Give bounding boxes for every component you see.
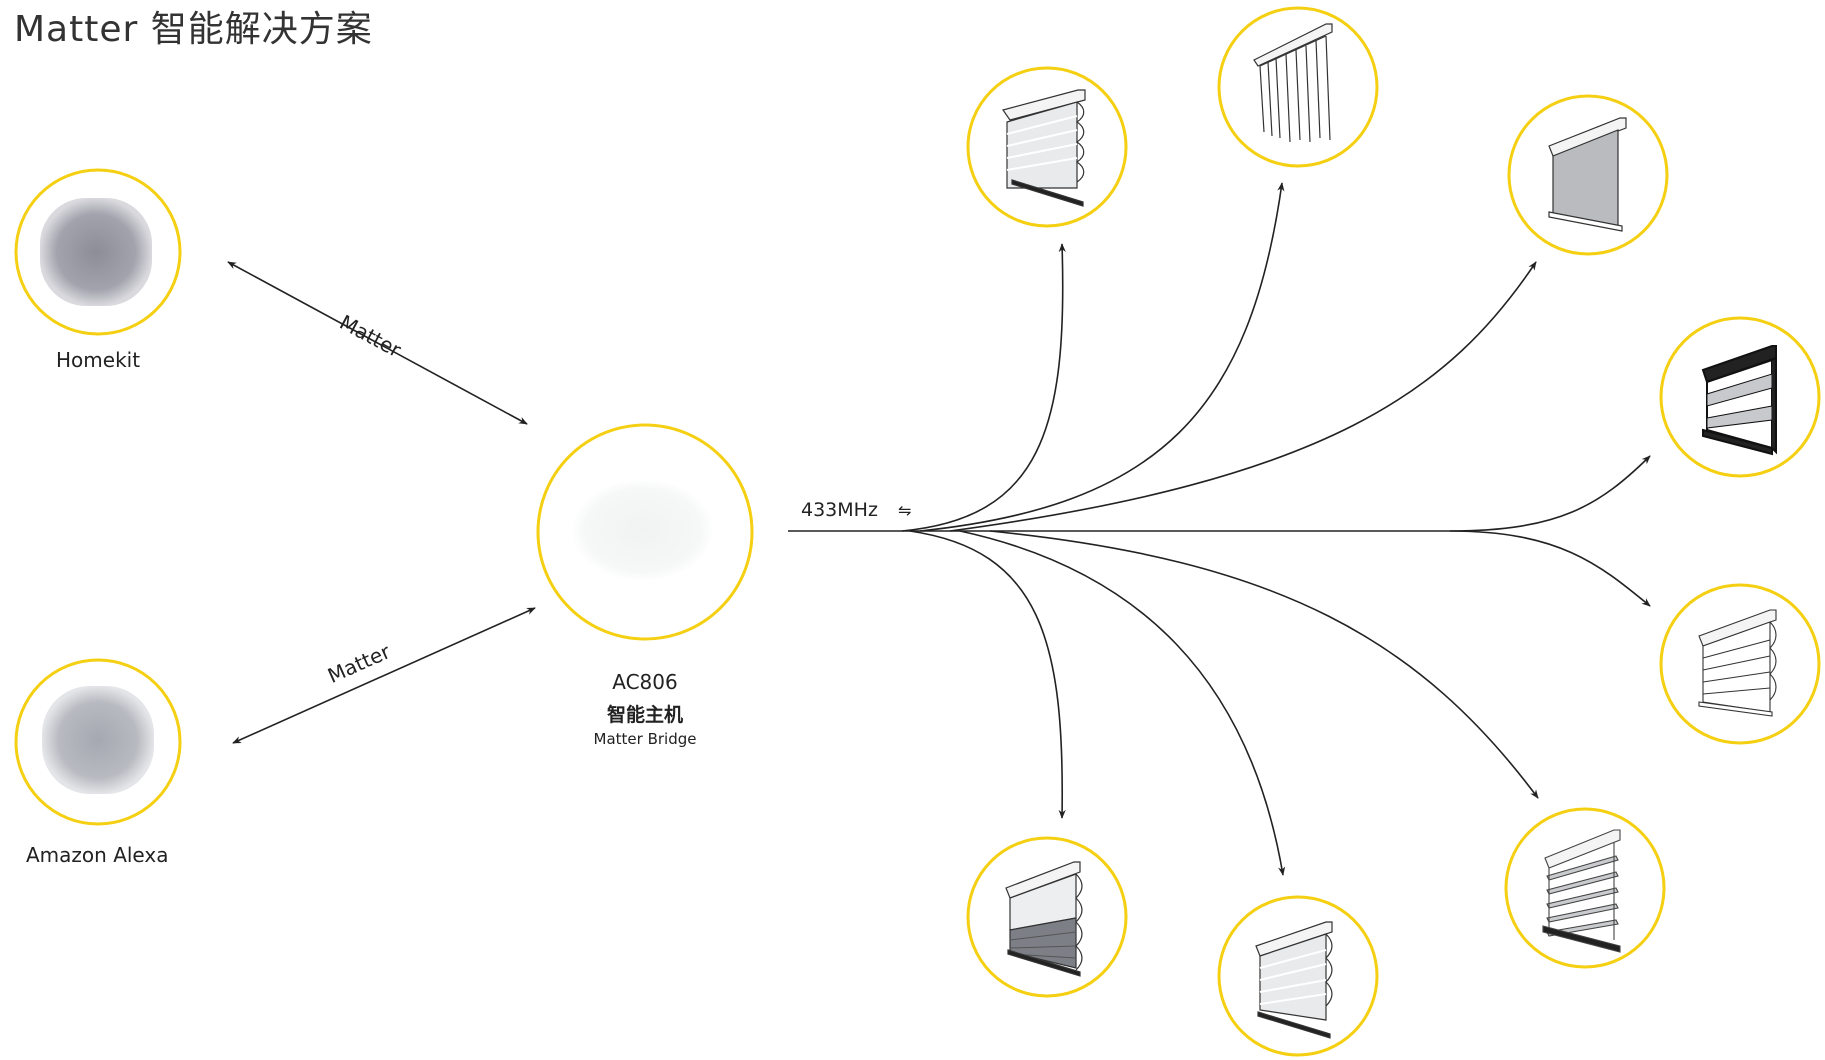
device-node-1 [966,66,1128,228]
hub-model-label: AC806 [612,670,678,694]
zebra-blind-icon [1701,345,1777,456]
branch-7 [959,530,1286,876]
alexa-node [14,658,182,826]
matter-link-homekit [227,261,528,425]
alexa-logo-pixelated [42,686,154,794]
hub-subtitle-label: Matter Bridge [593,730,697,748]
sheer-shade-icon [1698,609,1777,717]
device-node-8 [966,836,1128,998]
device-node-7 [1217,895,1379,1057]
device-node-3 [1507,94,1669,256]
vertical-curtain-icon [1253,23,1333,143]
radio-frequency-label: 433MHz ⇋ [801,499,911,521]
hub-node [536,423,754,641]
hub-name-label: 智能主机 [606,704,683,726]
device-node-4 [1659,316,1821,478]
hub-device-image [571,479,715,582]
device-node-6 [1504,807,1666,969]
matter-link-alexa [232,607,536,744]
radio-frequency-text: 433MHz [801,499,878,521]
alexa-label: Amazon Alexa [26,843,169,867]
day-night-cellular-shade-icon [1005,861,1083,977]
homekit-label: Homekit [56,348,141,372]
branch-8 [909,530,1066,819]
roller-shade-icon [1548,117,1627,232]
branch-3 [949,261,1537,532]
bidirectional-icon: ⇋ [897,501,912,520]
branch-2 [919,182,1285,532]
branch-5 [1449,530,1651,607]
branch-6 [989,530,1539,799]
honeycomb-shade-icon [1002,89,1086,207]
homekit-node [14,168,182,336]
device-node-2 [1217,6,1379,168]
page-title: Matter 智能解决方案 [14,9,373,50]
pleated-shade-icon [1255,921,1333,1039]
homekit-logo-pixelated [40,198,152,306]
branch-1 [901,243,1066,532]
branch-4 [1449,455,1651,532]
venetian-blind-icon [1542,829,1621,953]
device-node-5 [1659,583,1821,745]
